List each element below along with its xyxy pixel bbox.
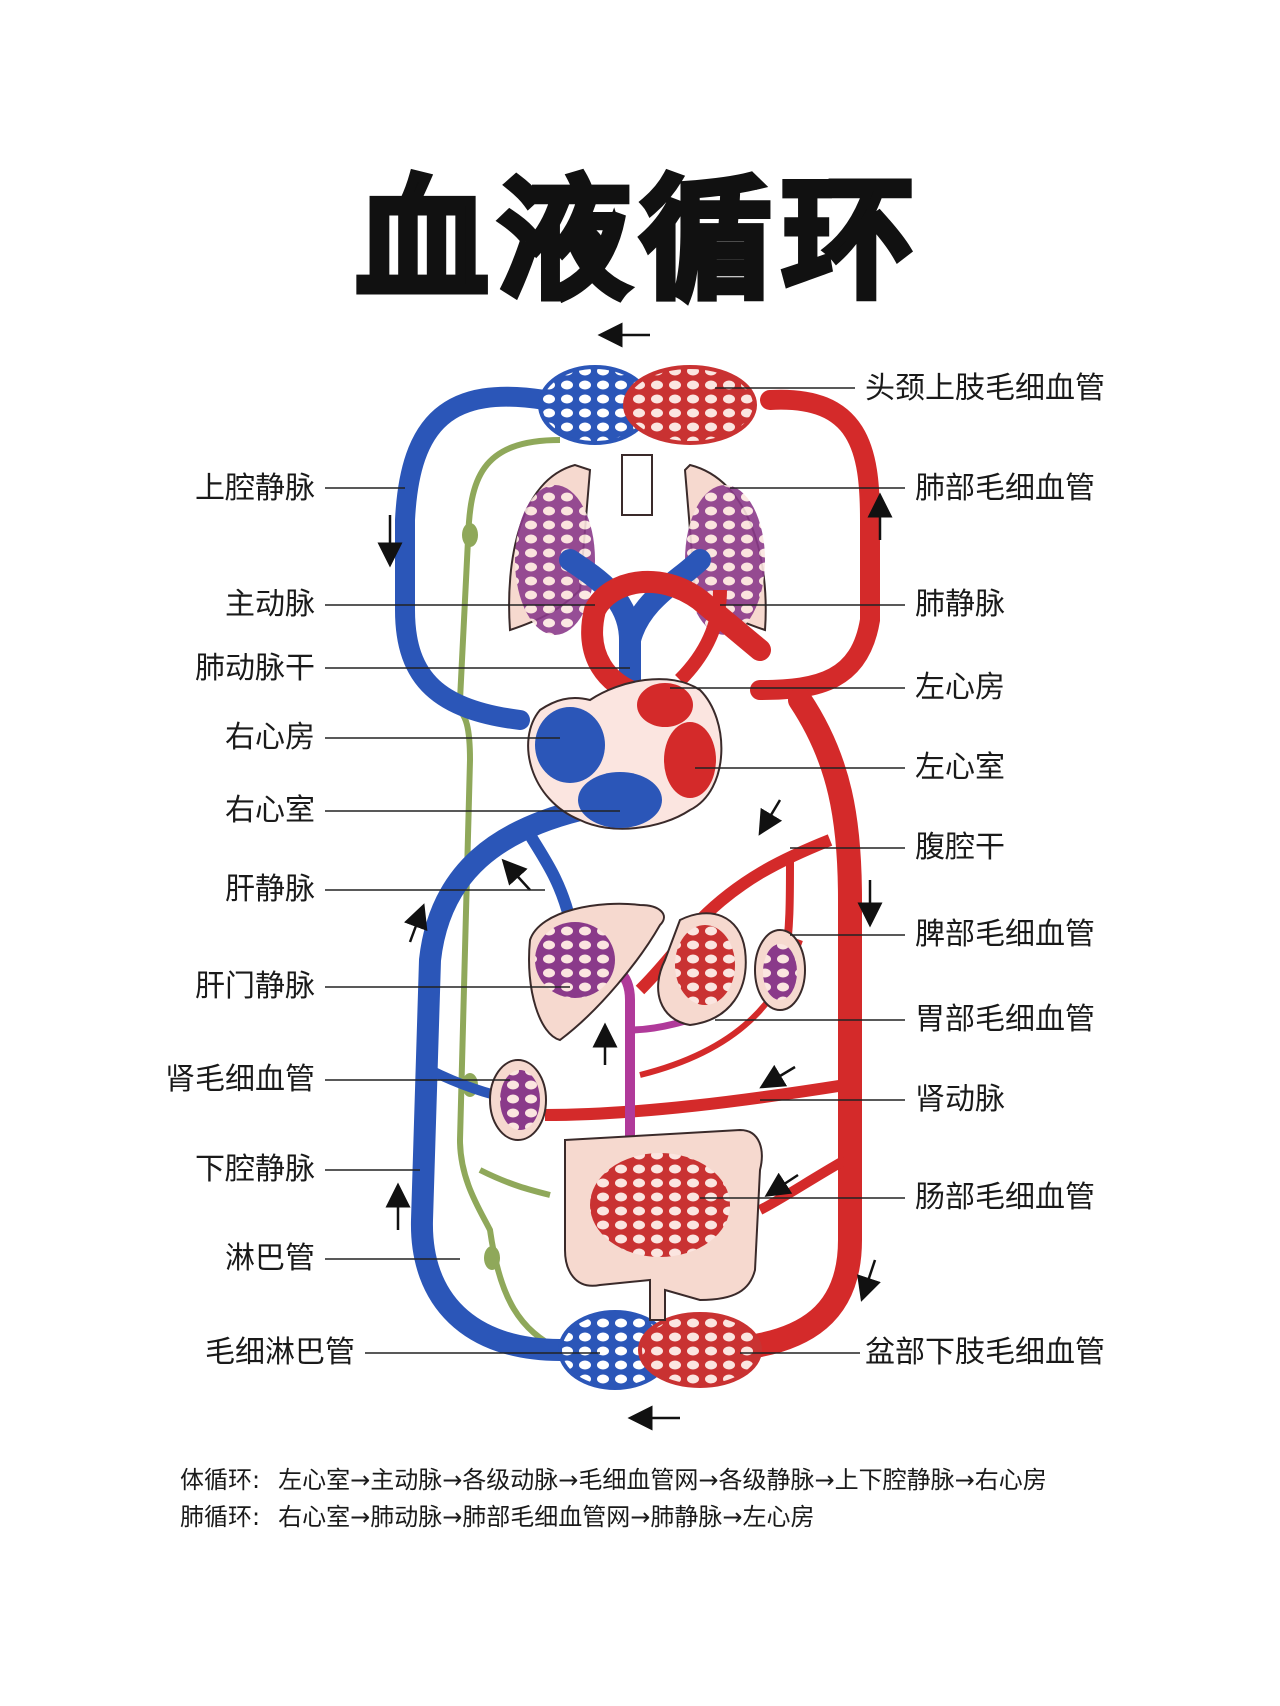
- descending-aorta: [708, 688, 862, 1362]
- label-hepatic-vein: 肝静脉: [225, 872, 315, 907]
- label-lymph-vessel: 淋巴管: [225, 1241, 315, 1276]
- label-lung-capillaries: 肺部毛细血管: [915, 471, 1095, 506]
- page-title: 血液循环: [353, 164, 924, 318]
- left-atrium: [637, 683, 693, 727]
- label-pulmonary-trunk: 肺动脉干: [195, 651, 315, 686]
- label-intestinal-capillaries: 肠部毛细血管: [915, 1180, 1095, 1215]
- systemic-path: 左心室→主动脉→各级动脉→毛细血管网→各级静脉→上下腔静脉→右心房: [278, 1466, 1047, 1494]
- label-aorta: 主动脉: [225, 587, 315, 622]
- flow-arrow: [403, 903, 428, 943]
- label-left-ventricle: 左心室: [915, 750, 1005, 785]
- label-superior-vena-cava: 上腔静脉: [195, 471, 315, 506]
- trachea: [621, 454, 653, 516]
- flow-arrow: [857, 1259, 881, 1302]
- head-capillaries-arterial: [623, 365, 757, 445]
- flow-arrow: [764, 1172, 799, 1197]
- left-lung-capillaries: [515, 485, 595, 635]
- renal-artery: [544, 1079, 846, 1121]
- label-renal-artery: 肾动脉: [915, 1082, 1005, 1117]
- intestinal-capillaries: [590, 1153, 730, 1257]
- kidney-capillaries: [500, 1070, 540, 1130]
- pulmonary-path: 右心室→肺动脉→肺部毛细血管网→肺静脉→左心房: [278, 1503, 815, 1531]
- label-right-ventricle: 右心室: [225, 793, 315, 828]
- flow-arrow: [759, 1064, 796, 1089]
- left-ventricle: [664, 722, 716, 798]
- label-right-atrium: 右心房: [225, 720, 315, 755]
- liver-capillaries: [535, 922, 615, 998]
- right-ventricle: [578, 772, 662, 828]
- label-celiac-trunk: 腹腔干: [915, 830, 1005, 865]
- spleen-capillaries: [763, 944, 797, 1000]
- pulmonary-key: 肺循环:: [180, 1503, 261, 1531]
- flow-arrow: [501, 858, 531, 891]
- pelvic-capillaries-arterial: [638, 1312, 762, 1388]
- lymph-branch: [478, 1167, 551, 1198]
- leader-lines-right: [670, 387, 905, 1354]
- pulmonary-vein: [674, 589, 727, 685]
- label-head-arm-capillaries: 头颈上肢毛细血管: [865, 371, 1105, 406]
- pulmonary-circulation-summary: 肺循环: 右心室→肺动脉→肺部毛细血管网→肺静脉→左心房: [180, 1497, 815, 1532]
- label-pulmonary-vein: 肺静脉: [915, 587, 1005, 622]
- label-left-atrium: 左心房: [915, 670, 1005, 705]
- mesenteric-artery: [757, 1155, 848, 1215]
- lymph-node: [462, 523, 478, 547]
- leader-lines-left: [325, 487, 630, 1354]
- label-lymph-capillaries: 毛细淋巴管: [205, 1335, 355, 1370]
- label-pelvic-leg-capillaries: 盆部下肢毛细血管: [865, 1335, 1105, 1370]
- systemic-key: 体循环:: [180, 1466, 261, 1494]
- right-atrium: [535, 707, 605, 783]
- label-hepatic-portal-vein: 肝门静脉: [195, 969, 315, 1004]
- flow-arrow: [758, 799, 783, 836]
- label-renal-capillaries: 肾毛细血管: [165, 1062, 315, 1097]
- hepatic-vein: [524, 831, 576, 922]
- systemic-circulation-summary: 体循环: 左心室→主动脉→各级动脉→毛细血管网→各级静脉→上下腔静脉→右心房: [180, 1460, 1047, 1495]
- inferior-vena-cava: [410, 799, 591, 1361]
- superior-vena-cava: [395, 386, 555, 730]
- lymph-vessel: [456, 437, 562, 1353]
- lymph-node: [484, 1246, 500, 1270]
- aorta-arch-right: [750, 389, 880, 700]
- stomach-capillaries: [675, 925, 735, 1005]
- label-stomach-capillaries: 胃部毛细血管: [915, 1002, 1095, 1037]
- label-spleen-capillaries: 脾部毛细血管: [915, 917, 1095, 952]
- flow-arrows: [377, 322, 893, 1431]
- aorta: [581, 570, 771, 711]
- label-inferior-vena-cava: 下腔静脉: [195, 1152, 315, 1187]
